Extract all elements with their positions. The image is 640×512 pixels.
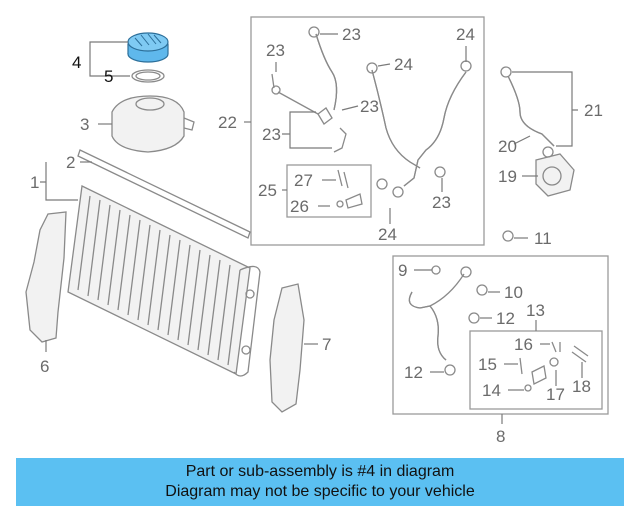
part-19-water-pump[interactable] <box>535 146 575 197</box>
callout-labels: 4 5 3 2 1 6 7 22 23 23 23 23 23 24 24 24… <box>30 25 603 446</box>
hoses-assembly-22[interactable] <box>271 26 472 209</box>
callout-11: 11 <box>534 229 552 248</box>
callout-22: 22 <box>218 113 237 132</box>
callout-13: 13 <box>526 301 545 320</box>
info-banner: Part or sub-assembly is #4 in diagram Di… <box>16 458 624 506</box>
callout-6: 6 <box>40 357 49 376</box>
callout-18: 18 <box>572 377 591 396</box>
callout-21: 21 <box>584 101 603 120</box>
callout-4: 4 <box>72 53 81 72</box>
assembly-box-25 <box>286 164 372 218</box>
callout-15: 15 <box>478 355 497 374</box>
callout-5: 5 <box>104 67 113 86</box>
part-20-pump-hose[interactable] <box>500 66 555 147</box>
callout-26: 26 <box>290 197 309 216</box>
callout-17: 17 <box>546 385 565 404</box>
banner-line-disclaimer: Diagram may not be specific to your vehi… <box>165 483 475 500</box>
callout-23-e: 23 <box>432 193 451 212</box>
callout-23-a: 23 <box>342 25 361 44</box>
callout-23-b: 23 <box>266 41 285 60</box>
banner-line-part-number: Part or sub-assembly is #4 in diagram <box>185 463 455 480</box>
callout-9: 9 <box>398 261 407 280</box>
assembly-box-8 <box>392 255 609 415</box>
callout-3: 3 <box>80 115 89 134</box>
callout-16: 16 <box>514 335 533 354</box>
part-3-expansion-tank[interactable] <box>111 95 195 153</box>
part-6-left-air-guide[interactable] <box>25 211 67 343</box>
callout-24-b: 24 <box>394 55 413 74</box>
part-4-cap-highlighted[interactable] <box>127 32 169 63</box>
callout-8: 8 <box>496 427 505 446</box>
callout-23-d: 23 <box>262 125 281 144</box>
callout-2: 2 <box>66 153 75 172</box>
callout-23-c: 23 <box>360 97 379 116</box>
callout-24-c: 24 <box>378 225 397 244</box>
callout-10: 10 <box>504 283 523 302</box>
leader-lines <box>40 33 583 424</box>
callout-27: 27 <box>294 171 313 190</box>
parts-diagram: 4 5 3 2 1 6 7 22 23 23 23 23 23 24 24 24… <box>25 16 609 446</box>
callout-12-b: 12 <box>404 363 423 382</box>
callout-1: 1 <box>30 173 39 192</box>
callout-25: 25 <box>258 181 277 200</box>
part-11-clip[interactable] <box>502 230 514 242</box>
part-2-seal-strip[interactable] <box>77 149 251 239</box>
part-7-right-air-guide[interactable] <box>269 283 305 413</box>
callout-24-a: 24 <box>456 25 475 44</box>
callout-19: 19 <box>498 167 517 186</box>
coolant-pipes-assembly-8[interactable] <box>408 265 589 392</box>
callout-7: 7 <box>322 335 331 354</box>
callout-12-a: 12 <box>496 309 515 328</box>
assembly-box-22 <box>250 16 485 246</box>
callout-20: 20 <box>498 137 517 156</box>
part-1-radiator[interactable] <box>67 185 261 377</box>
part-5-seal-ring[interactable] <box>131 69 165 83</box>
callout-14: 14 <box>482 381 501 400</box>
